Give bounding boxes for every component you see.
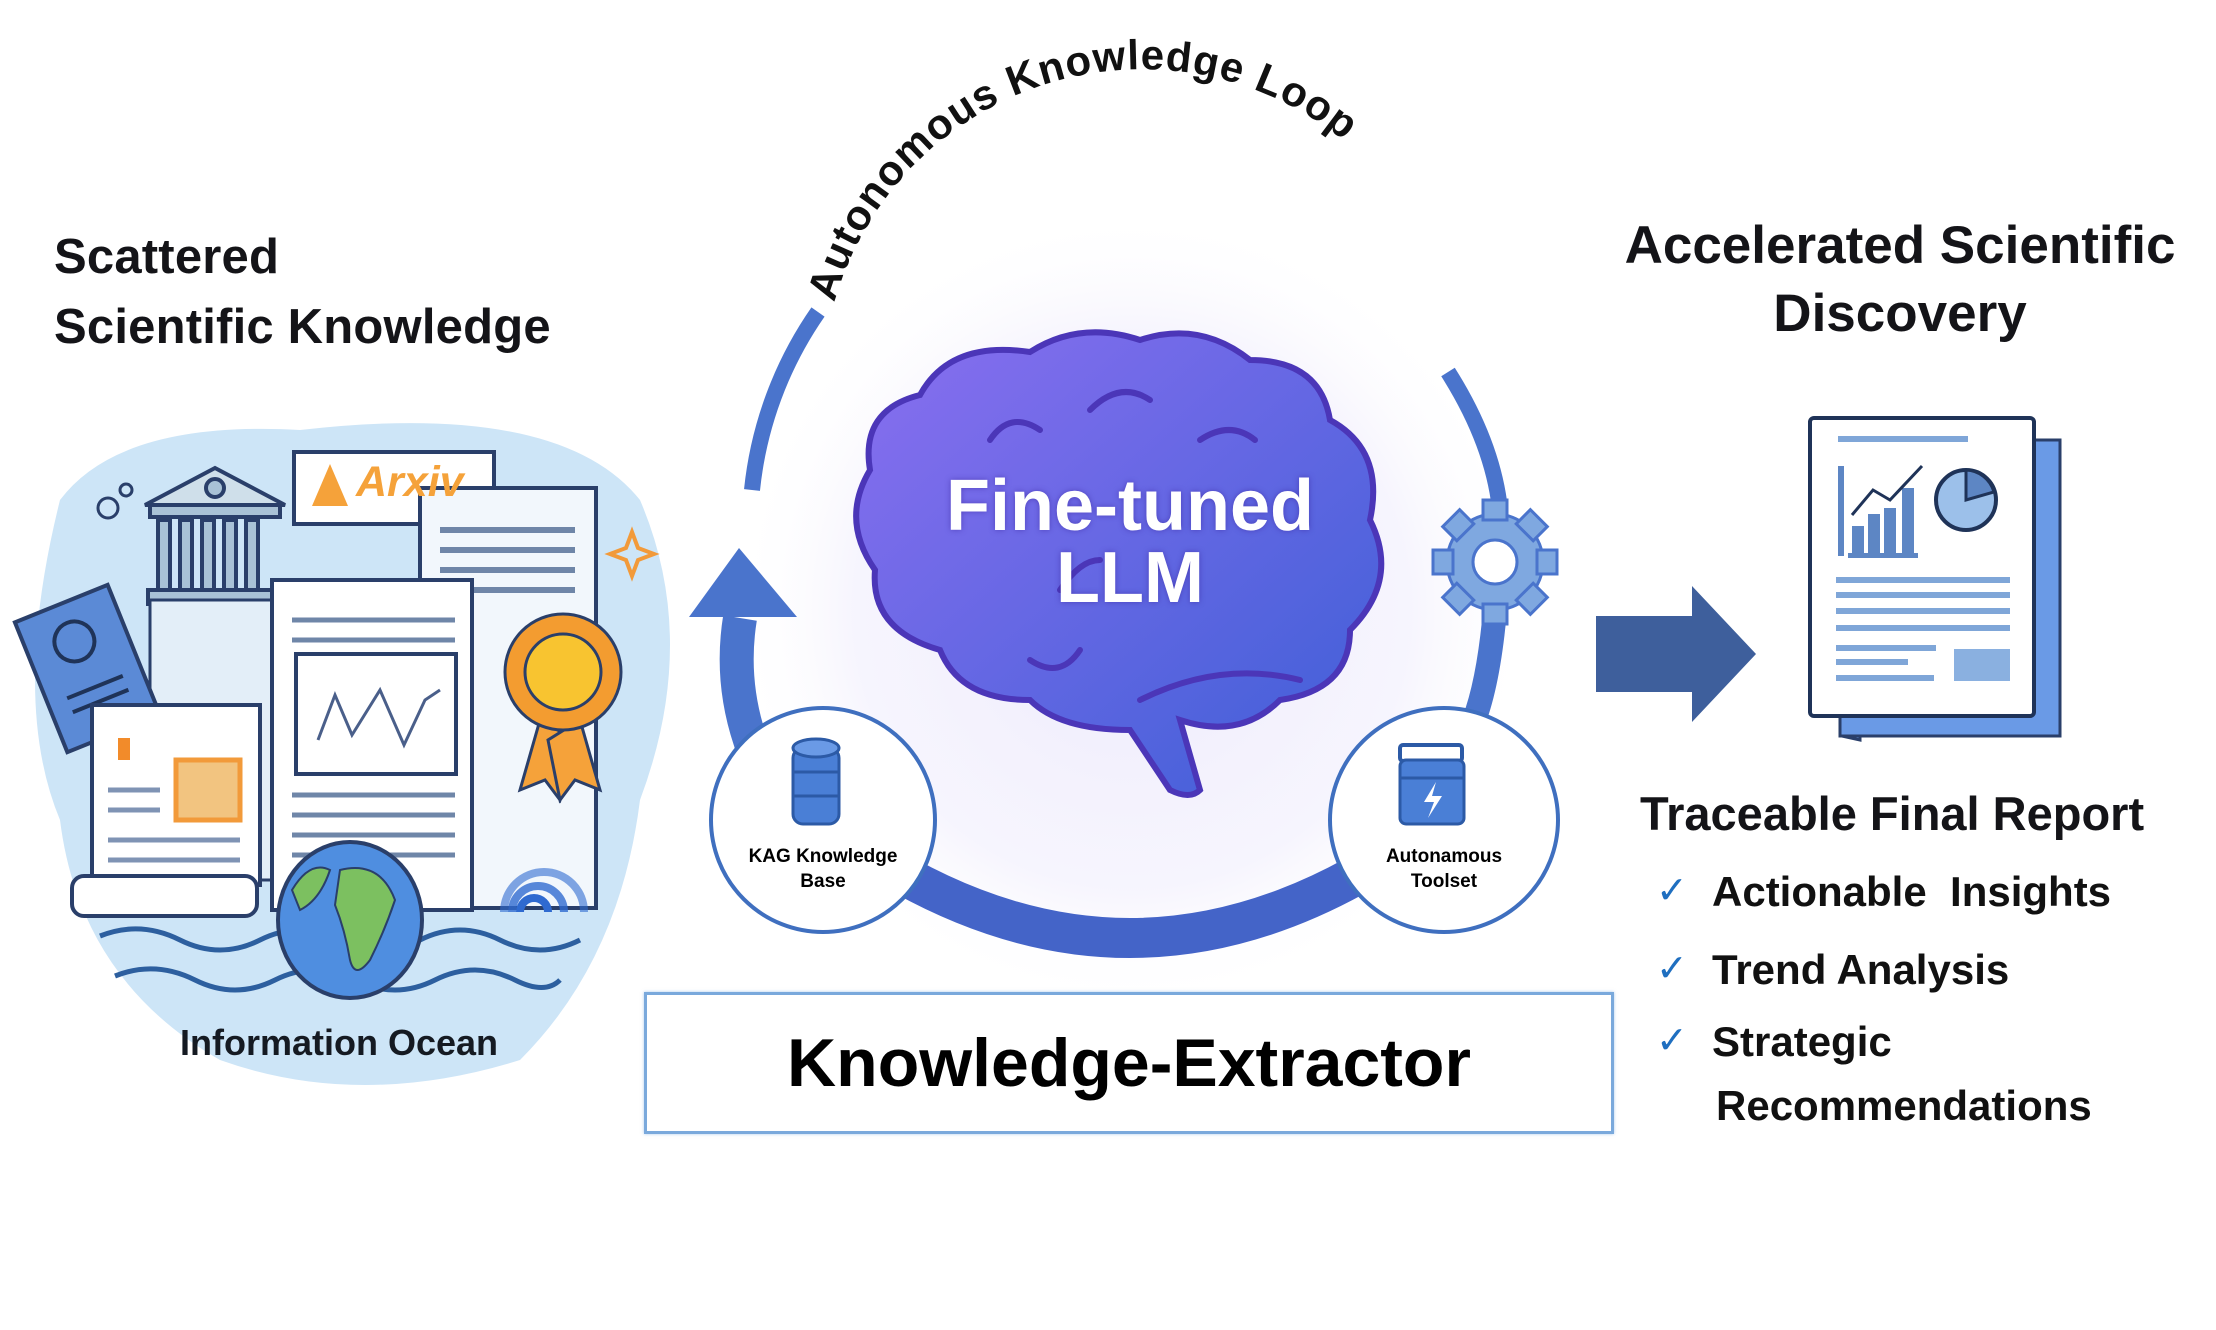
llm-label-line2: LLM — [1056, 538, 1204, 618]
kag-node-label: KAG Knowledge Base — [723, 844, 923, 894]
toolset-node-label-line1: Autonamous — [1385, 846, 1503, 867]
report-item: ✓ Actionable Insights — [1656, 868, 2111, 916]
pie-chart-icon — [1934, 468, 1998, 532]
report-document-icon — [1808, 416, 2062, 742]
kag-node-label-line1: KAG Knowledge — [748, 846, 898, 867]
lightning-icon — [1424, 782, 1442, 818]
database-icon — [791, 737, 841, 826]
left-title-line2: Scientific Knowledge — [54, 300, 551, 354]
report-item-label: Actionable Insights — [1712, 868, 2112, 915]
information-ocean-label: Information Ocean — [180, 1022, 499, 1063]
sparkle-icon — [604, 526, 660, 582]
right-panel-title: Accelerated Scientific Discovery — [1570, 212, 2216, 348]
flow-arrow-right-icon — [1596, 586, 1756, 722]
bubbles-icon — [96, 482, 134, 520]
report-item-label: Recommendations — [1716, 1082, 2092, 1129]
report-item: ✓ Strategic — [1656, 1018, 1892, 1066]
report-item-continuation: Recommendations — [1716, 1082, 2092, 1130]
right-title-line2: Discovery — [1773, 284, 2027, 343]
award-ribbon-icon — [503, 612, 623, 804]
kag-node-label-line2: Base — [800, 871, 846, 892]
globe-icon — [276, 840, 424, 1000]
toolset-node-label-line2: Toolset — [1410, 871, 1478, 892]
document-icon — [70, 703, 262, 918]
checkmark-icon: ✓ — [1656, 870, 1688, 912]
information-ocean-illustration — [12, 423, 670, 1086]
kag-knowledge-base-node[interactable] — [709, 706, 937, 934]
knowledge-extractor-label: Knowledge-Extractor — [787, 1025, 1471, 1101]
wifi-signal-icon — [500, 868, 588, 913]
loop-arc-bottom — [895, 858, 1365, 958]
checkmark-icon: ✓ — [1656, 948, 1688, 990]
brain-icon — [853, 329, 1385, 798]
llm-label: Fine-tuned LLM — [920, 470, 1340, 614]
autonomous-toolset-node[interactable] — [1328, 706, 1560, 934]
toolset-node-label: Autonamous Toolset — [1344, 844, 1544, 894]
gear-icon — [1431, 498, 1559, 626]
left-panel-title: Scattered Scientific Knowledge — [54, 222, 551, 362]
knowledge-extractor-box: Knowledge-Extractor — [644, 992, 1614, 1134]
arxiv-logo-text: Arxiv — [356, 458, 464, 506]
checkmark-icon: ✓ — [1656, 1020, 1688, 1062]
report-title: Traceable Final Report — [1640, 787, 2145, 840]
report-item-label: Strategic — [1712, 1018, 1892, 1065]
left-title-line1: Scattered — [54, 230, 280, 284]
report-item: ✓ Trend Analysis — [1656, 946, 2009, 994]
arxiv-logo-icon — [312, 464, 348, 506]
toolbox-icon — [1398, 743, 1466, 826]
loop-arc-top-left — [744, 307, 825, 491]
right-title-line1: Accelerated Scientific — [1624, 216, 2176, 275]
loop-arrowhead-icon — [689, 548, 797, 617]
bar-chart-icon — [1838, 466, 1918, 558]
llm-label-line1: Fine-tuned — [946, 466, 1314, 546]
report-item-label: Trend Analysis — [1712, 946, 2010, 993]
